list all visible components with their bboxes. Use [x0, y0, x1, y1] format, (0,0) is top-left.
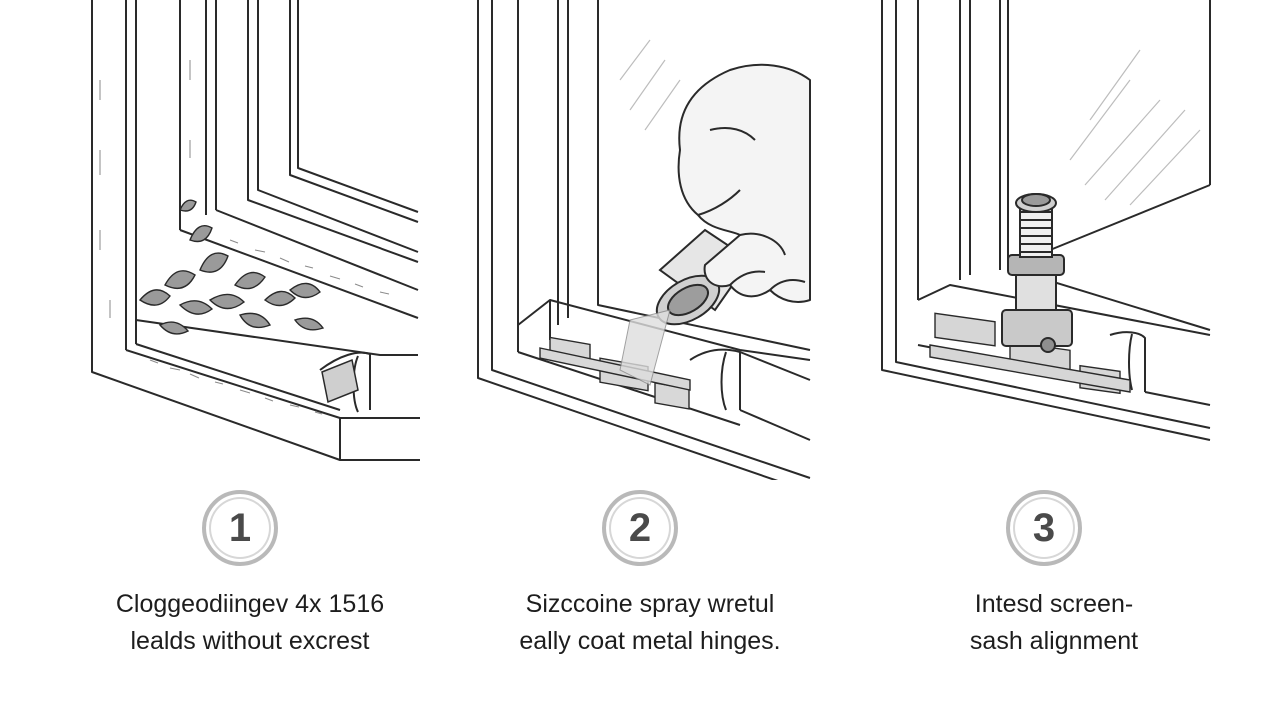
caption-line: eally coat metal hinges.	[519, 627, 781, 655]
step-badge-1: 1	[202, 490, 278, 566]
step-panel-2: 2 Sizccoine spray wretul eally coat meta…	[440, 0, 860, 720]
step-number-3: 3	[1032, 506, 1056, 550]
step-number-2: 2	[628, 506, 652, 550]
alignment-bolt-illustration	[840, 0, 1260, 480]
step-badge-3: 3	[1006, 490, 1082, 566]
step-panel-1: 1 Cloggeodiingev 4x 1516 lealds without …	[40, 0, 460, 720]
caption-line: lealds without excrest	[130, 627, 370, 655]
step-caption-2: Sizccoine spray wretul eally coat metal …	[440, 586, 860, 660]
spray-hinge-illustration	[440, 0, 860, 480]
clogged-track-illustration	[40, 0, 460, 480]
step-panel-3: 3 Intesd screen- sash alignment	[840, 0, 1260, 720]
caption-line: Intesd screen-	[974, 590, 1134, 618]
step-badge-2: 2	[602, 490, 678, 566]
step-caption-3: Intesd screen- sash alignment	[844, 586, 1264, 660]
step-caption-1: Cloggeodiingev 4x 1516 lealds without ex…	[40, 586, 460, 660]
caption-line: sash alignment	[969, 627, 1139, 655]
caption-line: Sizccoine spray wretul	[525, 590, 775, 618]
caption-line: Cloggeodiingev 4x 1516	[115, 590, 385, 618]
step-number-1: 1	[228, 506, 252, 550]
